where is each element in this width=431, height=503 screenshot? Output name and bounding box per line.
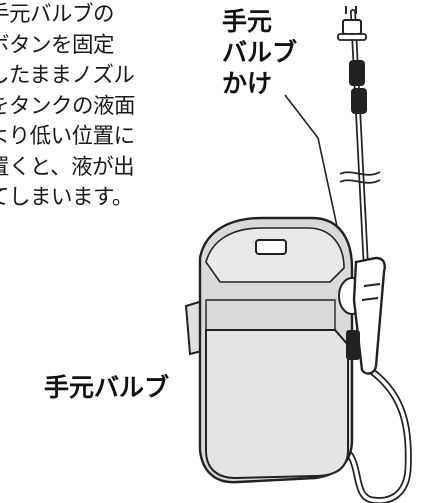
- warning-note: 手元バルブの ボタンを固定 したままノズル をタンクの液面 より低い位置に 置く…: [0, 0, 188, 214]
- valve-hook-label-line-1: 手元: [222, 7, 273, 36]
- note-line-2: ボタンを固定: [0, 32, 115, 58]
- note-line-3: したままノズル: [0, 63, 135, 88]
- note-line-1: 手元バルブの: [0, 2, 115, 27]
- note-line-7: てしまいます。: [0, 185, 133, 210]
- tank-front-panel: [205, 329, 349, 480]
- wand-coupling-upper: [349, 60, 365, 86]
- note-line-4: をタンクの液面: [0, 93, 136, 119]
- carry-handle: [255, 239, 287, 255]
- wand-coupling-lower: [351, 88, 367, 114]
- hand-valve: [352, 256, 386, 375]
- nozzle-head: [342, 19, 362, 35]
- note-line-5: より低い位置に: [0, 124, 135, 149]
- valve-hook-label-line-3: かけ: [222, 69, 273, 98]
- hand-valve-label: 手元バルブ: [44, 373, 170, 402]
- valve-hook-label: 手元 バルブ かけ: [222, 6, 297, 99]
- valve-hook-label-line-2: バルブ: [222, 38, 298, 67]
- note-line-6: 置くと、液が出: [0, 154, 135, 180]
- hand-valve-button: [346, 330, 360, 360]
